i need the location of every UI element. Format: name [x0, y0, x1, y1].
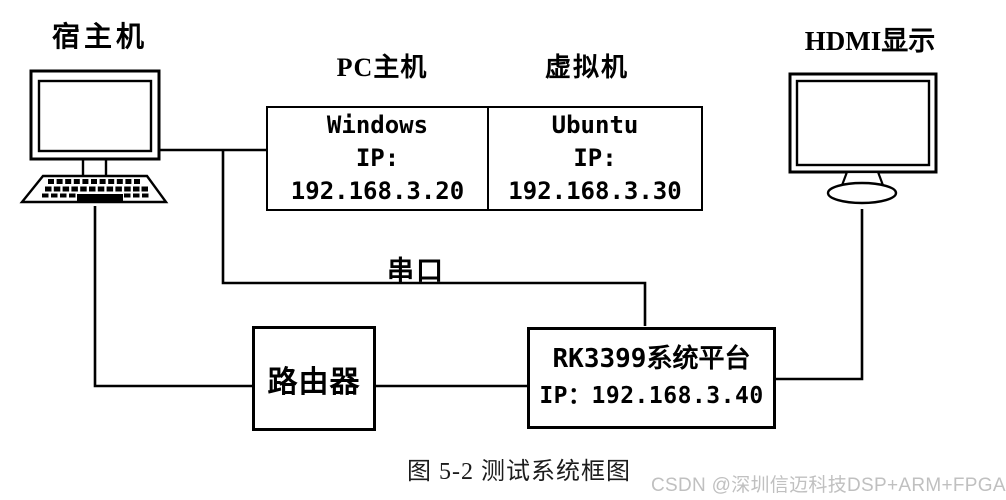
rk3399-node: RK3399系统平台 IP：192.168.3.40	[527, 327, 776, 429]
router-label: 路由器	[267, 365, 361, 399]
rk3399-ip-line: IP：192.168.3.40	[539, 383, 764, 409]
ubuntu-ip-value: 192.168.3.30	[508, 177, 682, 205]
figure-caption: 图 5-2 测试系统框图	[407, 459, 631, 485]
hdmi-display-label: HDMI显示	[804, 26, 936, 56]
hdmi-monitor-icon	[788, 72, 938, 205]
serial-port-label: 串口	[387, 256, 445, 286]
windows-os-name: Windows	[326, 111, 429, 139]
host-machine-label: 宿主机	[51, 22, 148, 53]
ubuntu-ip-label: IP:	[573, 144, 617, 172]
ubuntu-os-name: Ubuntu	[551, 111, 639, 139]
pc-host-label: PC主机	[336, 53, 428, 82]
os-box: Windows IP: 192.168.3.20 Ubuntu IP: 192.…	[266, 106, 703, 211]
wire-host-to-router	[93, 206, 252, 388]
router-node: 路由器	[252, 326, 376, 431]
rk3399-title: RK3399系统平台	[552, 344, 751, 374]
spacebar-key	[77, 194, 123, 201]
virtual-machine-label: 虚拟机	[544, 53, 629, 82]
host-computer-icon	[19, 69, 169, 204]
connector-lines	[93, 148, 864, 388]
windows-ip-value: 192.168.3.20	[290, 177, 465, 205]
keyboard-keys	[42, 179, 149, 201]
windows-ip-label: IP:	[355, 144, 400, 172]
windows-cell: Windows IP: 192.168.3.20	[268, 108, 489, 209]
wire-serial	[221, 151, 647, 326]
csdn-watermark: CSDN @深圳信迈科技DSP+ARM+FPGA	[651, 475, 1006, 496]
wire-hdmi-to-rk3399	[776, 209, 864, 381]
ubuntu-cell: Ubuntu IP: 192.168.3.30	[489, 108, 701, 209]
